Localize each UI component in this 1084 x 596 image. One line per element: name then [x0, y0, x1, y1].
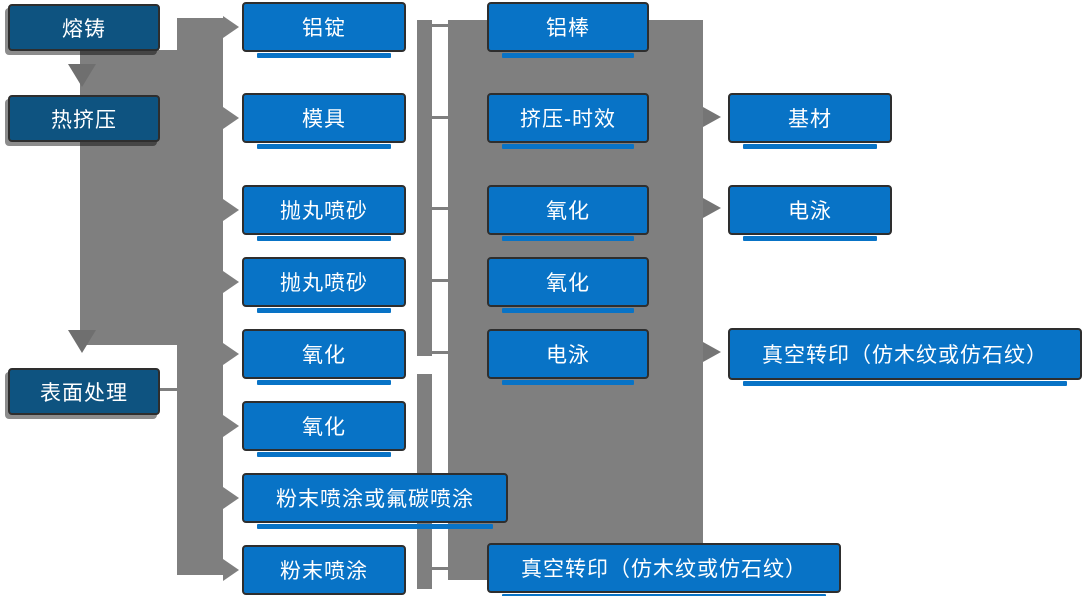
- arrowhead-to-oxidation-2: [223, 415, 239, 437]
- node-aluminum-ingot: 铝锭: [242, 2, 406, 58]
- arrowhead-down-to-surface-treatment: [68, 330, 96, 353]
- connector-stub-row4: [432, 279, 448, 282]
- node-oxidation-1: 氧化: [242, 329, 406, 385]
- node-surface-treatment: 表面处理: [8, 368, 160, 415]
- arrowhead-to-vacuum-transfer-right: [703, 342, 721, 362]
- connector-stub-row1: [432, 24, 448, 27]
- connector-surface-treatment-link: [160, 388, 177, 391]
- arrowhead-to-powder-coating: [223, 559, 239, 581]
- node-oxidation-4: 氧化: [487, 257, 649, 313]
- connector-stub-row3: [432, 207, 448, 210]
- node-vacuum-transfer-bottom: 真空转印（仿木纹或仿石纹）: [487, 543, 841, 596]
- node-powder-or-fluorocarbon-coating: 粉末喷涂或氟碳喷涂: [242, 473, 508, 529]
- node-shot-blasting-1: 抛丸喷砂: [242, 185, 406, 241]
- connector-left-trunk: [177, 18, 223, 575]
- node-hot-extrusion: 热挤压: [8, 95, 160, 142]
- node-powder-coating: 粉末喷涂: [242, 545, 406, 595]
- arrowhead-to-shot-blasting-1: [223, 199, 239, 221]
- connector-stub-row8: [432, 567, 448, 570]
- node-melting-casting: 熔铸: [8, 4, 160, 51]
- arrowhead-to-oxidation-1: [223, 343, 239, 365]
- node-electrophoresis-2: 电泳: [728, 185, 892, 241]
- arrowhead-to-electrophoresis-out: [703, 198, 721, 218]
- node-mold: 模具: [242, 93, 406, 149]
- arrowhead-to-mold: [223, 107, 239, 129]
- node-extrusion-aging: 挤压-时效: [487, 93, 649, 149]
- arrowhead-down-to-hot-extrusion: [68, 64, 96, 87]
- connector-mid-trunk-upper: [417, 20, 432, 356]
- connector-stub-row2: [432, 116, 448, 119]
- arrowhead-to-base-material: [703, 107, 721, 127]
- connector-stub-row5: [432, 351, 448, 354]
- node-base-material: 基材: [728, 93, 892, 149]
- node-oxidation-3: 氧化: [487, 185, 649, 241]
- node-shot-blasting-2: 抛丸喷砂: [242, 257, 406, 313]
- node-vacuum-transfer-right: 真空转印（仿木纹或仿石纹）: [728, 328, 1082, 386]
- node-oxidation-2: 氧化: [242, 401, 406, 457]
- arrowhead-to-shot-blasting-2: [223, 271, 239, 293]
- node-aluminum-rod: 铝棒: [487, 2, 649, 58]
- arrowhead-to-aluminum-ingot: [223, 16, 239, 38]
- node-electrophoresis-1: 电泳: [487, 329, 649, 385]
- arrowhead-to-powder-or-fluorocarbon: [223, 487, 239, 509]
